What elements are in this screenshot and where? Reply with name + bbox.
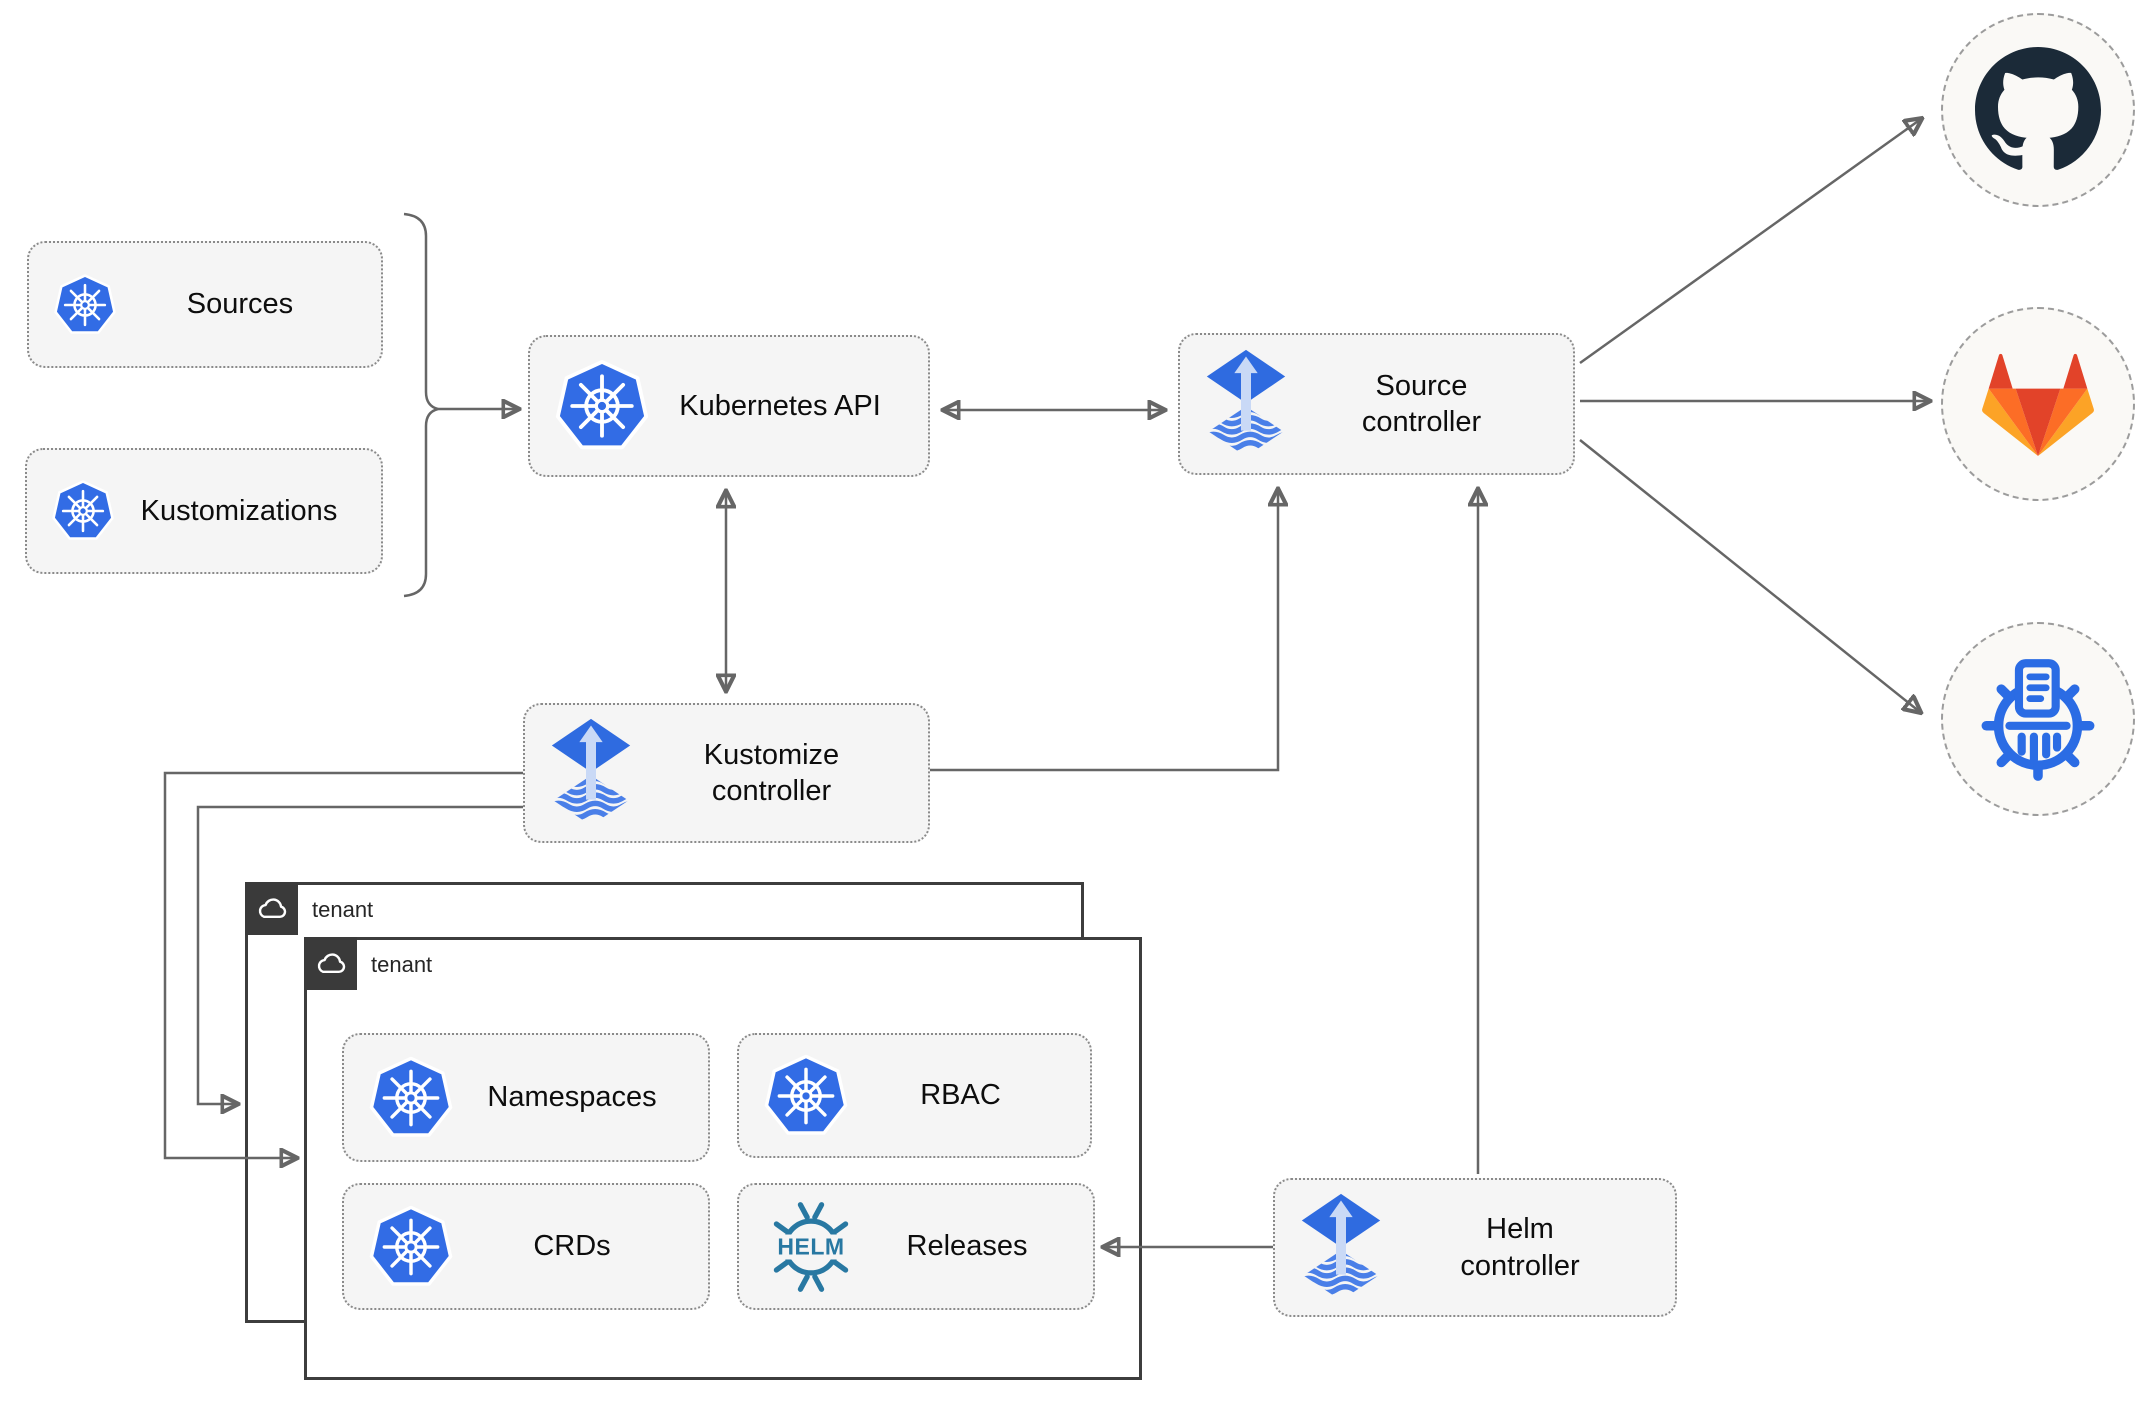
node-source-controller-label: Source controller (1361, 369, 1482, 438)
tenant-outer-label: tenant (312, 897, 374, 922)
svg-text:HELM: HELM (777, 1233, 844, 1259)
node-helm-controller-label: Helm controller (1460, 1213, 1580, 1282)
node-kustomizations: Kustomizations (25, 448, 383, 574)
kubernetes-icon (53, 273, 117, 337)
node-kustomizations-label: Kustomizations (140, 494, 338, 527)
node-sources: Sources (27, 241, 383, 368)
node-sources-label: Sources (186, 288, 294, 321)
node-rbac: RBAC (737, 1033, 1092, 1158)
helm-wheel-icon: HELM (763, 1199, 859, 1295)
edge-kustomize-to-source (930, 490, 1278, 772)
node-rbac-label: RBAC (920, 1079, 1001, 1112)
tenant-tab (304, 937, 357, 990)
tenant-tab (245, 882, 298, 935)
node-namespaces: Namespaces (342, 1033, 710, 1162)
artifact-registry-icon (1970, 651, 2106, 787)
node-releases: HELM Releases (737, 1183, 1095, 1310)
edge-source-to-github (1579, 119, 1921, 365)
tenant-inner-label: tenant (371, 952, 433, 977)
cloud-icon (255, 892, 289, 926)
node-crds-label: CRDs (533, 1230, 611, 1263)
gitlab-icon (1978, 347, 2098, 461)
github-icon (1975, 47, 2101, 173)
node-helm-controller: Helm controller (1273, 1178, 1677, 1317)
node-kubernetes-api: Kubernetes API (528, 335, 930, 477)
kubernetes-icon (368, 1204, 454, 1290)
node-releases-label: Releases (906, 1230, 1028, 1263)
flux-icon (549, 718, 633, 828)
edge-source-to-artifact (1579, 439, 1920, 712)
kubernetes-icon (554, 358, 650, 454)
node-kustomize-controller-label: Kustomize controller (703, 738, 840, 807)
flux-icon (1204, 349, 1288, 459)
remote-gitlab (1941, 307, 2135, 501)
node-namespaces-label: Namespaces (487, 1081, 657, 1114)
cloud-icon (314, 947, 348, 981)
remote-artifact-registry (1941, 622, 2135, 816)
kubernetes-icon (368, 1055, 454, 1141)
group-bracket (403, 212, 439, 598)
node-kubernetes-api-label: Kubernetes API (679, 389, 881, 422)
kubernetes-icon (51, 479, 115, 543)
node-kustomize-controller: Kustomize controller (523, 703, 930, 843)
flux-icon (1299, 1193, 1383, 1303)
node-source-controller: Source controller (1178, 333, 1575, 475)
node-crds: CRDs (342, 1183, 710, 1310)
tenant-group-inner: tenant Namespaces RBAC CRDs HELM Release… (304, 937, 1142, 1380)
remote-github (1941, 13, 2135, 207)
kubernetes-icon (763, 1053, 849, 1139)
